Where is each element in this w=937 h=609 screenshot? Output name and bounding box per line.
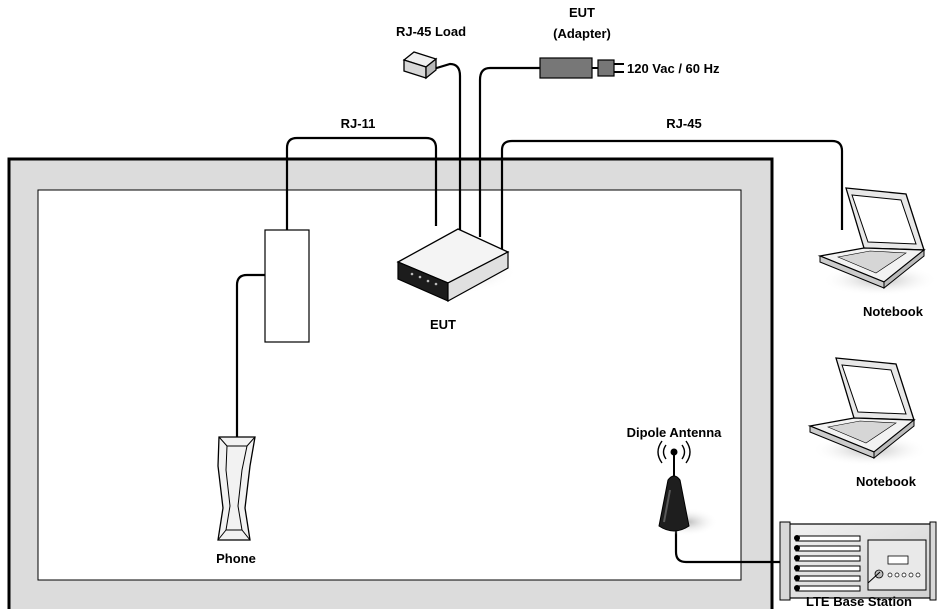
- rj45-load-plug-icon: [402, 51, 438, 80]
- router-icon: [393, 228, 517, 303]
- dipole-antenna-icon: [657, 440, 718, 536]
- dipole-antenna-label: Dipole Antenna: [627, 425, 723, 440]
- rj11-label: RJ-11: [341, 116, 376, 131]
- laptop-icon: [807, 357, 928, 466]
- power-adapter-icon: [539, 57, 624, 79]
- laptop-icon: [817, 187, 937, 296]
- lte-base-station-label: LTE Base Station: [806, 594, 912, 609]
- rj45-label: RJ-45: [666, 116, 701, 131]
- rj45-cable: [500, 139, 844, 252]
- chamber-inner-area: [37, 189, 742, 581]
- rack-base-station-icon: [779, 521, 937, 601]
- rj11-cable: [285, 136, 438, 230]
- eut-adapter-title-label: EUT: [569, 5, 595, 20]
- rj45-load-cable: [429, 62, 462, 230]
- notebook-1-label: Notebook: [863, 304, 924, 319]
- eut-label: EUT: [430, 317, 456, 332]
- shielded-chamber: [7, 157, 774, 609]
- phone-label: Phone: [216, 551, 256, 566]
- power-spec-label: 120 Vac / 60 Hz: [627, 61, 720, 76]
- antenna-coax-cable: [674, 530, 793, 564]
- cables: [235, 62, 844, 564]
- phone-line-interface-box: [264, 229, 310, 343]
- eut-adapter-subtitle-label: (Adapter): [553, 26, 611, 41]
- labels: RJ-45 Load EUT (Adapter) 120 Vac / 60 Hz…: [216, 5, 924, 609]
- phone-cord: [235, 273, 265, 438]
- telephone-handset-icon: [217, 436, 256, 541]
- rj45-load-label: RJ-45 Load: [396, 24, 466, 39]
- notebook-2-label: Notebook: [856, 474, 917, 489]
- adapter-dc-cable: [478, 66, 540, 237]
